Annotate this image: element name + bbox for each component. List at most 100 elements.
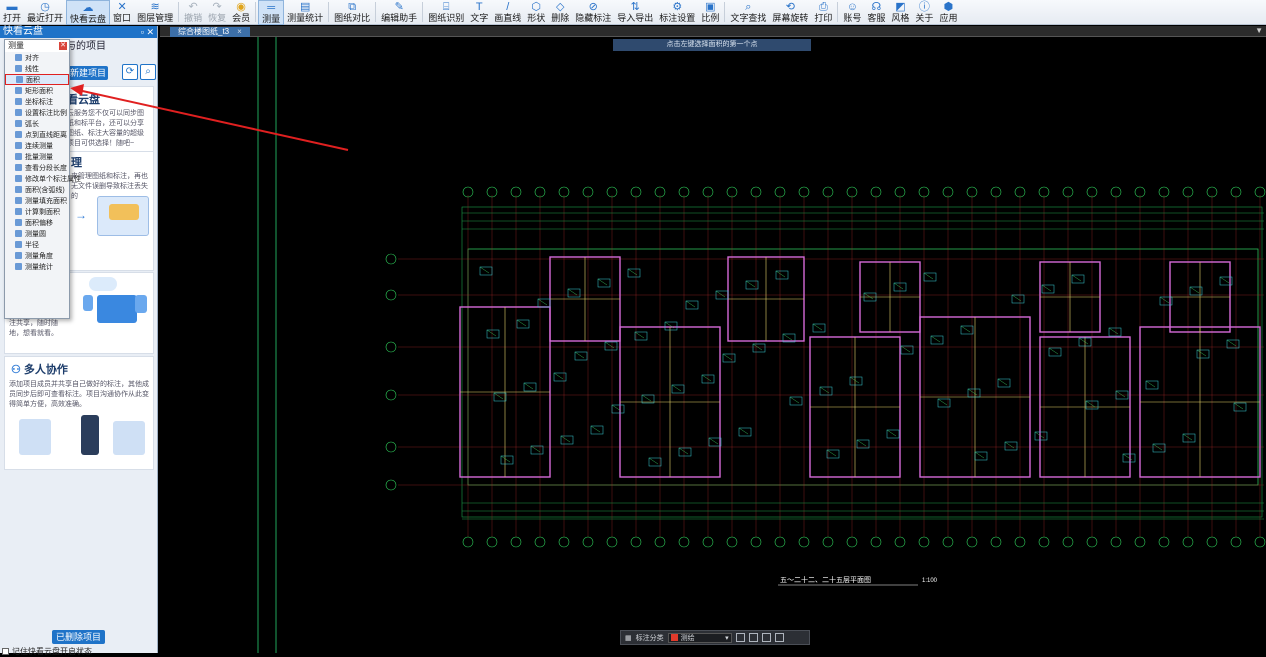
toolbar-button-12[interactable]: ✎编辑助手 xyxy=(378,0,420,25)
measure-menu-item[interactable]: 点到直线距离 xyxy=(5,129,69,140)
measure-menu-item[interactable]: 弧长 xyxy=(5,118,69,129)
paste-icon[interactable] xyxy=(774,633,784,642)
undo-icon: ↶ xyxy=(188,1,198,13)
measure-menu-label: 设置标注比例 xyxy=(25,109,67,117)
annotation-line xyxy=(930,335,941,343)
checkbox-icon[interactable] xyxy=(2,648,9,655)
measure-menu-item[interactable]: 计算剩面积 xyxy=(5,206,69,217)
fixture xyxy=(826,449,840,459)
annotation-line xyxy=(1071,274,1082,282)
toolbar-button-16[interactable]: ⬡形状 xyxy=(524,0,548,25)
remember-state-checkbox[interactable]: 记住快看云盘开启状态 xyxy=(2,646,92,657)
copy-icon[interactable] xyxy=(761,633,771,642)
axis-bubble-bottom xyxy=(510,536,522,548)
fixture xyxy=(1226,339,1240,349)
eraser-icon: ◇ xyxy=(556,1,565,13)
close-tab-icon[interactable]: × xyxy=(237,27,242,36)
fixture xyxy=(1085,400,1099,410)
toolbar-button-9[interactable]: ═测量 xyxy=(258,0,285,25)
move-icon[interactable] xyxy=(748,633,758,642)
toolbar-button-26[interactable]: ☊客服 xyxy=(864,0,888,25)
toolbar-button-5[interactable]: ≋图层管理 xyxy=(134,0,176,25)
annotation-line xyxy=(537,298,548,306)
measure-menu-item[interactable]: 设置标注比例 xyxy=(5,107,69,118)
measure-menu-item[interactable]: 面积偏移 xyxy=(5,217,69,228)
measure-menu-item[interactable]: 面积(含弧线) xyxy=(5,184,69,195)
toolbar-button-10[interactable]: ▤测量统计 xyxy=(284,0,326,25)
toolbar-button-21[interactable]: ▣比例 xyxy=(698,0,722,25)
toolbar-button-2[interactable]: ◷最近打开 xyxy=(24,0,66,25)
measure-menu-item[interactable]: 测量角度 xyxy=(5,250,69,261)
annotation-line xyxy=(1048,347,1059,355)
toolbar-button-19[interactable]: ⇅导入导出 xyxy=(614,0,656,25)
fixture xyxy=(627,268,641,278)
toolbar-button-27[interactable]: ◩风格 xyxy=(888,0,912,25)
measure-menu-label: 半径 xyxy=(25,241,39,249)
measure-menu-item[interactable]: 测量统计 xyxy=(5,261,69,272)
tab-drawing[interactable]: 综合楼图纸_t3× xyxy=(170,27,250,37)
close-icon[interactable]: ✕ xyxy=(59,42,67,50)
toolbar-button-15[interactable]: /画直线 xyxy=(491,0,524,25)
grid-icon[interactable]: ▦ xyxy=(625,634,632,642)
toolbar-separator xyxy=(837,2,839,22)
measure-tool-icon xyxy=(15,208,22,215)
annotation-line xyxy=(1004,441,1015,449)
measure-menu-item[interactable]: 连续测量 xyxy=(5,140,69,151)
measure-menu-item[interactable]: 测量圆 xyxy=(5,228,69,239)
measure-menu-item[interactable]: 查看分段长度 xyxy=(5,162,69,173)
fixture xyxy=(597,278,611,288)
toolbar-button-11[interactable]: ⧉图纸对比 xyxy=(331,0,373,25)
toolbar-button-17[interactable]: ◇删除 xyxy=(548,0,572,25)
toolbar-label: 最近打开 xyxy=(27,13,64,23)
measure-menu-item[interactable]: 批量测量 xyxy=(5,151,69,162)
measure-menu-item[interactable]: 对齐 xyxy=(5,52,69,63)
measure-menu-item[interactable]: 修改单个标注属性 xyxy=(5,173,81,184)
annotation-line xyxy=(937,398,948,406)
axis-bubble-top xyxy=(1206,186,1218,198)
toolbar-separator xyxy=(375,2,377,22)
toolbar-separator xyxy=(422,2,424,22)
measure-menu-item[interactable]: 测量填充面积 xyxy=(5,195,69,206)
toolbar-button-1[interactable]: ▬打开 xyxy=(0,0,24,25)
measure-menu-item[interactable]: 半径 xyxy=(5,239,69,250)
toolbar-button-22[interactable]: ⌕文字查找 xyxy=(727,0,769,25)
toolbar-button-24[interactable]: ⎙打印 xyxy=(811,0,835,25)
axis-bubble-bottom xyxy=(486,536,498,548)
toolbar-button-6[interactable]: ↶撤销 xyxy=(181,0,205,25)
axis-bubble-bottom xyxy=(750,536,762,548)
drawing-canvas[interactable]: 五～二十二、二十五层平面图 1:100 点击左键选择面积的第一个点 ▦ 标注分类… xyxy=(160,37,1266,653)
toolbar-button-18[interactable]: ⊘隐藏标注 xyxy=(572,0,614,25)
refresh-icon[interactable]: ⟳ xyxy=(122,64,138,80)
toolbar-button-3[interactable]: ☁快看云盘 xyxy=(66,0,111,25)
deleted-projects-button[interactable]: 已删除项目 xyxy=(52,630,105,644)
measure-menu-item[interactable]: 坐标标注 xyxy=(5,96,69,107)
fixture xyxy=(997,378,1011,388)
chevron-down-icon[interactable]: ▼ xyxy=(1255,26,1263,35)
panel-controls-icon[interactable]: ▫ ✕ xyxy=(140,27,154,37)
toolbar-button-20[interactable]: ⚙标注设置 xyxy=(656,0,698,25)
measure-menu-item[interactable]: 矩形面积 xyxy=(5,85,69,96)
axis-bubble-bottom xyxy=(942,536,954,548)
toolbar-button-29[interactable]: ⬢应用 xyxy=(936,0,960,25)
toolbar-button-8[interactable]: ◉会员 xyxy=(229,0,253,25)
toolbar-button-25[interactable]: ☺账号 xyxy=(840,0,864,25)
new-project-button[interactable]: 新建项目 xyxy=(68,66,108,80)
search-icon[interactable]: ⌕ xyxy=(140,64,156,80)
toolbar-button-4[interactable]: ✕窗口 xyxy=(110,0,134,25)
toolbar-button-23[interactable]: ⟲屏幕旋转 xyxy=(769,0,811,25)
toolbar-button-7[interactable]: ↷恢复 xyxy=(205,0,229,25)
fixture xyxy=(1189,286,1203,296)
edit-icon[interactable] xyxy=(735,633,745,642)
toolbar-button-13[interactable]: ⌸图纸识别 xyxy=(425,0,467,25)
hide-icon: ⊘ xyxy=(588,1,598,13)
arrow-right-icon: → xyxy=(75,208,87,222)
chevron-down-icon[interactable]: ▾ xyxy=(725,634,729,642)
category-select[interactable]: 测绘 ▾ xyxy=(667,632,732,643)
annotation-line xyxy=(671,384,682,392)
import-export-icon: ⇅ xyxy=(630,1,640,13)
measure-menu-item[interactable]: 面积 xyxy=(5,74,69,85)
measure-menu-item[interactable]: 线性 xyxy=(5,63,69,74)
tablet-illustration-icon xyxy=(135,295,147,313)
